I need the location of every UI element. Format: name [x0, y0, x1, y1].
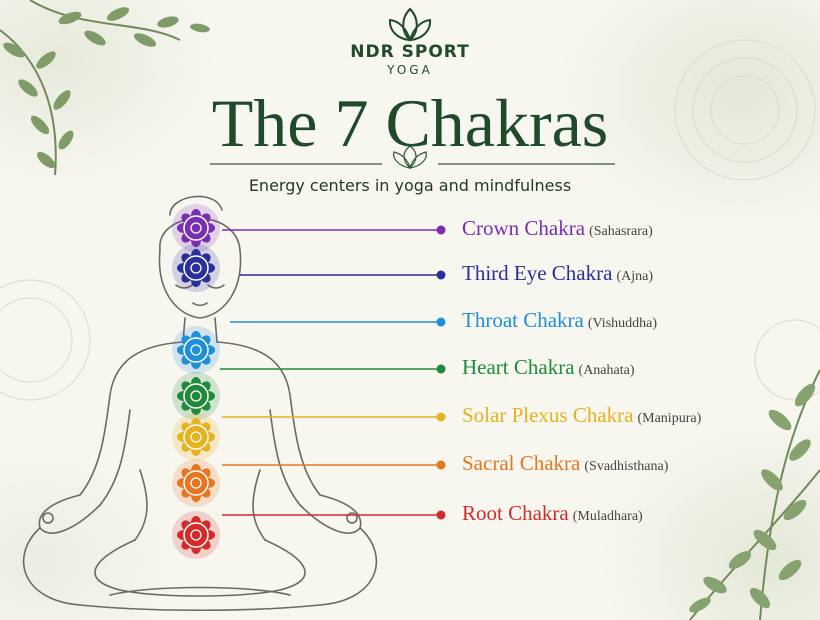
third-eye-chakra-sanskrit: (Ajna): [616, 269, 653, 284]
throat-chakra-label: Throat Chakra(Vishuddha): [462, 308, 657, 333]
crown-chakra-sanskrit: (Sahasrara): [589, 224, 653, 239]
throat-chakra-name: Throat Chakra: [462, 308, 584, 332]
root-chakra-label: Root Chakra(Muladhara): [462, 501, 643, 526]
heart-chakra-label: Heart Chakra(Anahata): [462, 355, 635, 380]
crown-connector-dot: [436, 225, 446, 235]
sacral-chakra-name: Sacral Chakra: [462, 451, 581, 475]
sacral-chakra-label: Sacral Chakra(Svadhisthana): [462, 451, 668, 476]
solar-plexus-chakra-label: Solar Plexus Chakra(Manipura): [462, 403, 701, 428]
throat-chakra-icon: [172, 326, 220, 374]
mandala-right: [754, 319, 820, 401]
hair-bun: [169, 195, 223, 216]
title-divider: [210, 145, 615, 169]
solar-plexus-chakra-name: Solar Plexus Chakra: [462, 403, 634, 427]
heart-chakra-name: Heart Chakra: [462, 355, 575, 379]
third-eye-connector-dot: [436, 270, 446, 280]
mandala-top-right: [674, 39, 816, 181]
third-eye-chakra-name: Third Eye Chakra: [462, 261, 613, 285]
heart-chakra-icon: [172, 372, 220, 420]
crown-chakra-name: Crown Chakra: [462, 216, 586, 240]
solar-plexus-chakra-icon: [172, 413, 220, 461]
vine-top-left: [0, 0, 210, 176]
root-chakra-sanskrit: (Muladhara): [572, 509, 643, 524]
root-chakra-icon: [172, 511, 220, 559]
throat-connector-dot: [436, 317, 446, 327]
third-eye-chakra-icon: [172, 244, 220, 292]
heart-connector-dot: [436, 364, 446, 374]
third-eye-chakra-label: Third Eye Chakra(Ajna): [462, 261, 653, 286]
crown-chakra-label: Crown Chakra(Sahasrara): [462, 216, 653, 241]
brand-subtitle: YOGA: [387, 63, 433, 77]
solar-plexus-connector-dot: [436, 412, 446, 422]
heart-chakra-sanskrit: (Anahata): [578, 363, 635, 378]
crown-chakra-icon: [172, 204, 220, 252]
vine-bottom-right: [689, 369, 820, 620]
brand-name: NDR SPORT: [350, 42, 470, 62]
throat-chakra-sanskrit: (Vishuddha): [587, 316, 658, 331]
page-title: The 7 Chakras: [211, 85, 609, 161]
lotus-icon: [388, 7, 432, 42]
sacral-connector-dot: [436, 460, 446, 470]
root-chakra-name: Root Chakra: [462, 501, 569, 525]
page-subtitle: Energy centers in yoga and mindfulness: [248, 176, 572, 195]
root-connector-dot: [436, 510, 446, 520]
sacral-chakra-icon: [172, 459, 220, 507]
mandala-left: [0, 279, 91, 401]
sacral-chakra-sanskrit: (Svadhisthana): [584, 459, 669, 474]
solar-plexus-chakra-sanskrit: (Manipura): [637, 411, 702, 426]
